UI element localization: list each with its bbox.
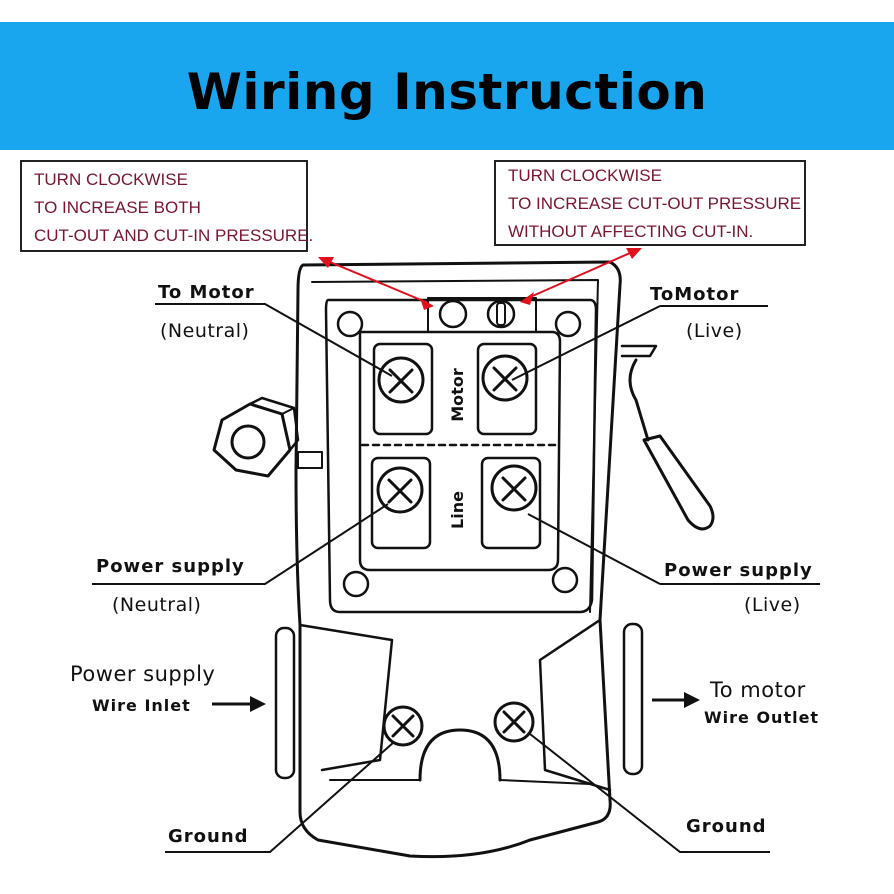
label-power-supply-right: Power supply — [664, 560, 813, 581]
line-neutral-screw-icon — [376, 466, 424, 514]
hex-fitting-icon — [212, 396, 300, 478]
label-inlet-sub: Wire Inlet — [92, 696, 191, 715]
terminal-plate — [324, 298, 598, 614]
switch-housing — [294, 260, 622, 859]
adjust-arrow-left-icon — [318, 257, 434, 310]
label-outlet-title: To motor — [710, 678, 806, 702]
wire-outlet-arrow-icon — [652, 692, 700, 708]
motor-neutral-screw-icon — [377, 356, 425, 404]
label-inlet-title: Power supply — [70, 662, 216, 686]
title-banner: Wiring Instruction — [0, 22, 894, 150]
note-right-line-1: TURN CLOCKWISE — [508, 166, 662, 185]
label-neutral-bottom: (Neutral) — [112, 594, 202, 616]
terminal-block — [358, 330, 562, 572]
ground-right-screw-icon — [493, 701, 535, 743]
cut-in-cut-out-adjust-screw-icon — [438, 299, 468, 329]
label-neutral-top: (Neutral) — [160, 320, 250, 342]
label-outlet-sub: Wire Outlet — [704, 708, 820, 727]
adjust-arrow-right-icon — [520, 248, 642, 305]
label-power-supply-left: Power supply — [96, 556, 245, 577]
note-left-line-1: TURN CLOCKWISE — [34, 170, 188, 189]
label-to-motor-right: ToMotor — [650, 284, 740, 305]
unloader-lever-icon — [620, 344, 715, 531]
cut-out-adjust-screw-icon — [486, 299, 516, 329]
note-left-line-2: TO INCREASE BOTH — [34, 198, 201, 217]
leader-lines — [92, 303, 820, 853]
motor-live-screw-icon — [481, 354, 529, 402]
note-left: TURN CLOCKWISE TO INCREASE BOTH CUT-OUT … — [20, 160, 314, 252]
note-right-line-3: WITHOUT AFFECTING CUT-IN. — [508, 222, 754, 241]
page-title: Wiring Instruction — [186, 63, 708, 121]
label-live-top: (Live) — [686, 320, 743, 342]
terminal-line-label: Line — [448, 491, 467, 529]
ground-left-screw-icon — [382, 705, 424, 747]
note-right-line-2: TO INCREASE CUT-OUT PRESSURE — [508, 194, 802, 213]
note-left-line-3: CUT-OUT AND CUT-IN PRESSURE. — [34, 226, 314, 245]
wire-inlet-arrow-icon — [212, 696, 266, 712]
terminal-motor-label: Motor — [448, 368, 467, 422]
label-live-bottom: (Live) — [744, 594, 801, 616]
line-live-screw-icon — [490, 464, 538, 512]
label-to-motor-left: To Motor — [158, 282, 255, 303]
label-ground-right: Ground — [686, 816, 767, 837]
note-right: TURN CLOCKWISE TO INCREASE CUT-OUT PRESS… — [494, 160, 806, 246]
label-ground-left: Ground — [168, 826, 249, 847]
